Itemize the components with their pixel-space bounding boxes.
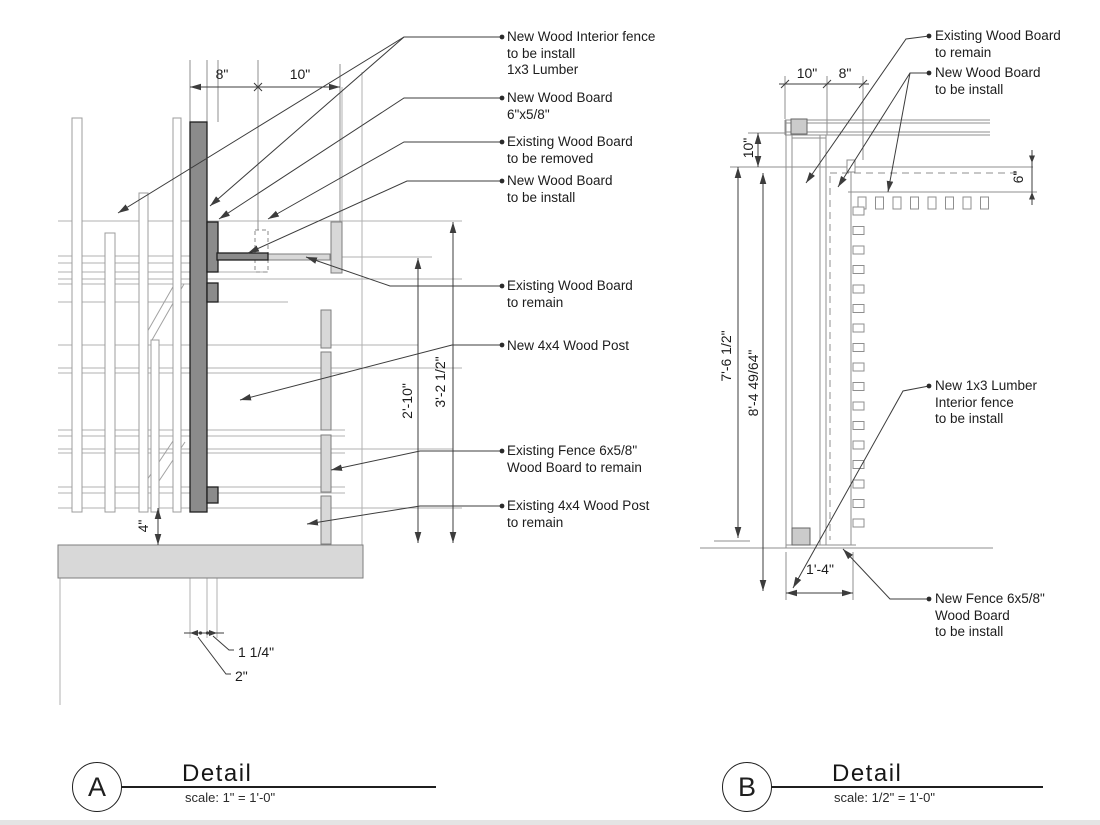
annotation-line: to remain <box>507 514 564 530</box>
leader-bullets-b <box>926 33 932 602</box>
ground-slab <box>57 544 364 579</box>
detail-b-title-line <box>771 786 1043 788</box>
annotation-line: 6"x5/8" <box>507 106 550 122</box>
dim-b-7-6-half: 7'-6 1/2" <box>718 330 734 382</box>
existing-rail <box>267 253 331 261</box>
dim-a-8: 8" <box>215 66 229 82</box>
annotation-b-new-board-install: New Wood Board to be install <box>935 65 1041 98</box>
existing-fence-board-seg <box>320 434 332 493</box>
annotation-line: Existing Wood Board <box>507 278 633 293</box>
annotation-line: New 4x4 Wood Post <box>507 338 630 353</box>
new-wood-block-lower <box>206 486 219 504</box>
dim-b-1-4: 1'-4" <box>806 561 834 577</box>
annotation-new-wood-board-install: New Wood Board to be install <box>507 173 613 206</box>
annotation-line: Wood Board <box>935 607 1010 623</box>
dim-b-10-side: 10" <box>740 137 756 159</box>
annotation-new-4x4-wood-post: New 4x4 Wood Post <box>507 338 629 355</box>
dim-a-2-10: 2'-10" <box>399 383 415 419</box>
dim-a-3-2-half: 3'-2 1/2" <box>432 356 448 408</box>
detail-a-scale: scale: 1" = 1'-0" <box>185 790 276 805</box>
dim-a-2in: 2" <box>235 668 248 684</box>
annotation-line: New Wood Board <box>507 173 613 188</box>
detail-b-scale: scale: 1/2" = 1'-0" <box>834 790 935 805</box>
new-wood-board-vertical <box>189 121 208 513</box>
existing-fence-board-seg <box>320 309 332 349</box>
annotation-b-new-1x3-lumber: New 1x3 Lumber Interior fence to be inst… <box>935 378 1037 428</box>
annotation-line: to remain <box>507 294 564 310</box>
annotation-line: Existing Fence 6x5/8" <box>507 443 638 458</box>
annotation-line: to be install <box>507 189 576 205</box>
annotation-line: to remain <box>935 44 992 60</box>
post-top <box>790 118 808 135</box>
dim-a-4: 4" <box>135 519 151 533</box>
window-bottom-edge <box>0 820 1100 825</box>
detail-b-leader-lines <box>792 33 932 602</box>
annotation-b-new-fence-board-install: New Fence 6x5/8" Wood Board to be instal… <box>935 591 1045 641</box>
annotation-existing-board-to-be-removed: Existing Wood Board to be removed <box>507 134 633 167</box>
new-wood-block-mid <box>206 282 219 303</box>
detail-a-title-line <box>121 786 436 788</box>
detail-b-title: Detail <box>832 760 903 787</box>
existing-fence-board-top <box>330 221 343 274</box>
annotation-line: New Wood Board <box>507 90 613 105</box>
annotation-existing-board-to-remain: Existing Wood Board to remain <box>507 278 633 311</box>
dim-b-8-top: 8" <box>838 65 852 81</box>
post-bottom <box>791 527 811 546</box>
annotation-line: to be removed <box>507 150 594 166</box>
annotation-line: 1x3 Lumber <box>507 62 579 77</box>
detail-a-leader-lines <box>117 34 505 526</box>
annotation-new-wood-board-6x58: New Wood Board 6"x5/8" <box>507 90 613 123</box>
annotation-line: Wood Board to remain <box>507 459 642 475</box>
annotation-line: Existing Wood Board <box>507 134 633 149</box>
existing-fence-board-seg <box>320 351 332 431</box>
detail-b-dimensions <box>734 79 1035 597</box>
annotation-b-existing-board-remain: Existing Wood Board to remain <box>935 28 1061 61</box>
new-wood-rail <box>216 252 269 261</box>
annotation-line: New Wood Board <box>935 65 1041 80</box>
annotation-line: Existing 4x4 Wood Post <box>507 498 650 513</box>
detail-a-extension-lines <box>189 60 341 230</box>
annotation-existing-fence-board-remain: Existing Fence 6x5/8" Wood Board to rema… <box>507 443 642 476</box>
annotation-line: New Wood Interior fence <box>507 29 656 44</box>
annotation-line: to be install <box>935 411 1004 426</box>
dim-a-1-1-4: 1 1/4" <box>238 644 275 660</box>
annotation-line: to be install <box>507 45 576 61</box>
detail-a-dimensions <box>154 82 457 675</box>
annotation-line: Interior fence <box>935 394 1014 410</box>
detail-a-existing-gray-members <box>57 221 364 579</box>
annotation-line: New Fence 6x5/8" <box>935 591 1045 606</box>
detail-a-new-dark-members <box>189 121 269 513</box>
annotation-line: New 1x3 Lumber <box>935 378 1038 393</box>
detail-a-title: Detail <box>182 760 253 787</box>
leader-bullets-a <box>499 34 505 509</box>
annotation-line: to be install <box>935 81 1004 97</box>
dim-a-10: 10" <box>289 66 311 82</box>
annotation-line: Existing Wood Board <box>935 28 1061 43</box>
detail-b-bubble: B <box>722 762 772 812</box>
annotation-new-wood-interior-fence: New Wood Interior fence to be install 1x… <box>507 29 655 79</box>
new-wood-block-upper <box>206 221 219 273</box>
dim-b-8-4-49-64: 8'-4 49/64" <box>745 349 761 417</box>
detail-b-interior-fence-teeth <box>852 196 989 528</box>
detail-b-posts <box>790 118 811 546</box>
detail-a-bubble: A <box>72 762 122 812</box>
annotation-existing-4x4-post-remain: Existing 4x4 Wood Post to remain <box>507 498 649 531</box>
detail-a-board-to-be-removed <box>254 229 269 273</box>
annotation-line: to be install <box>935 624 1004 639</box>
dim-b-10-top: 10" <box>796 65 818 81</box>
dim-b-6: 6" <box>1010 170 1026 184</box>
